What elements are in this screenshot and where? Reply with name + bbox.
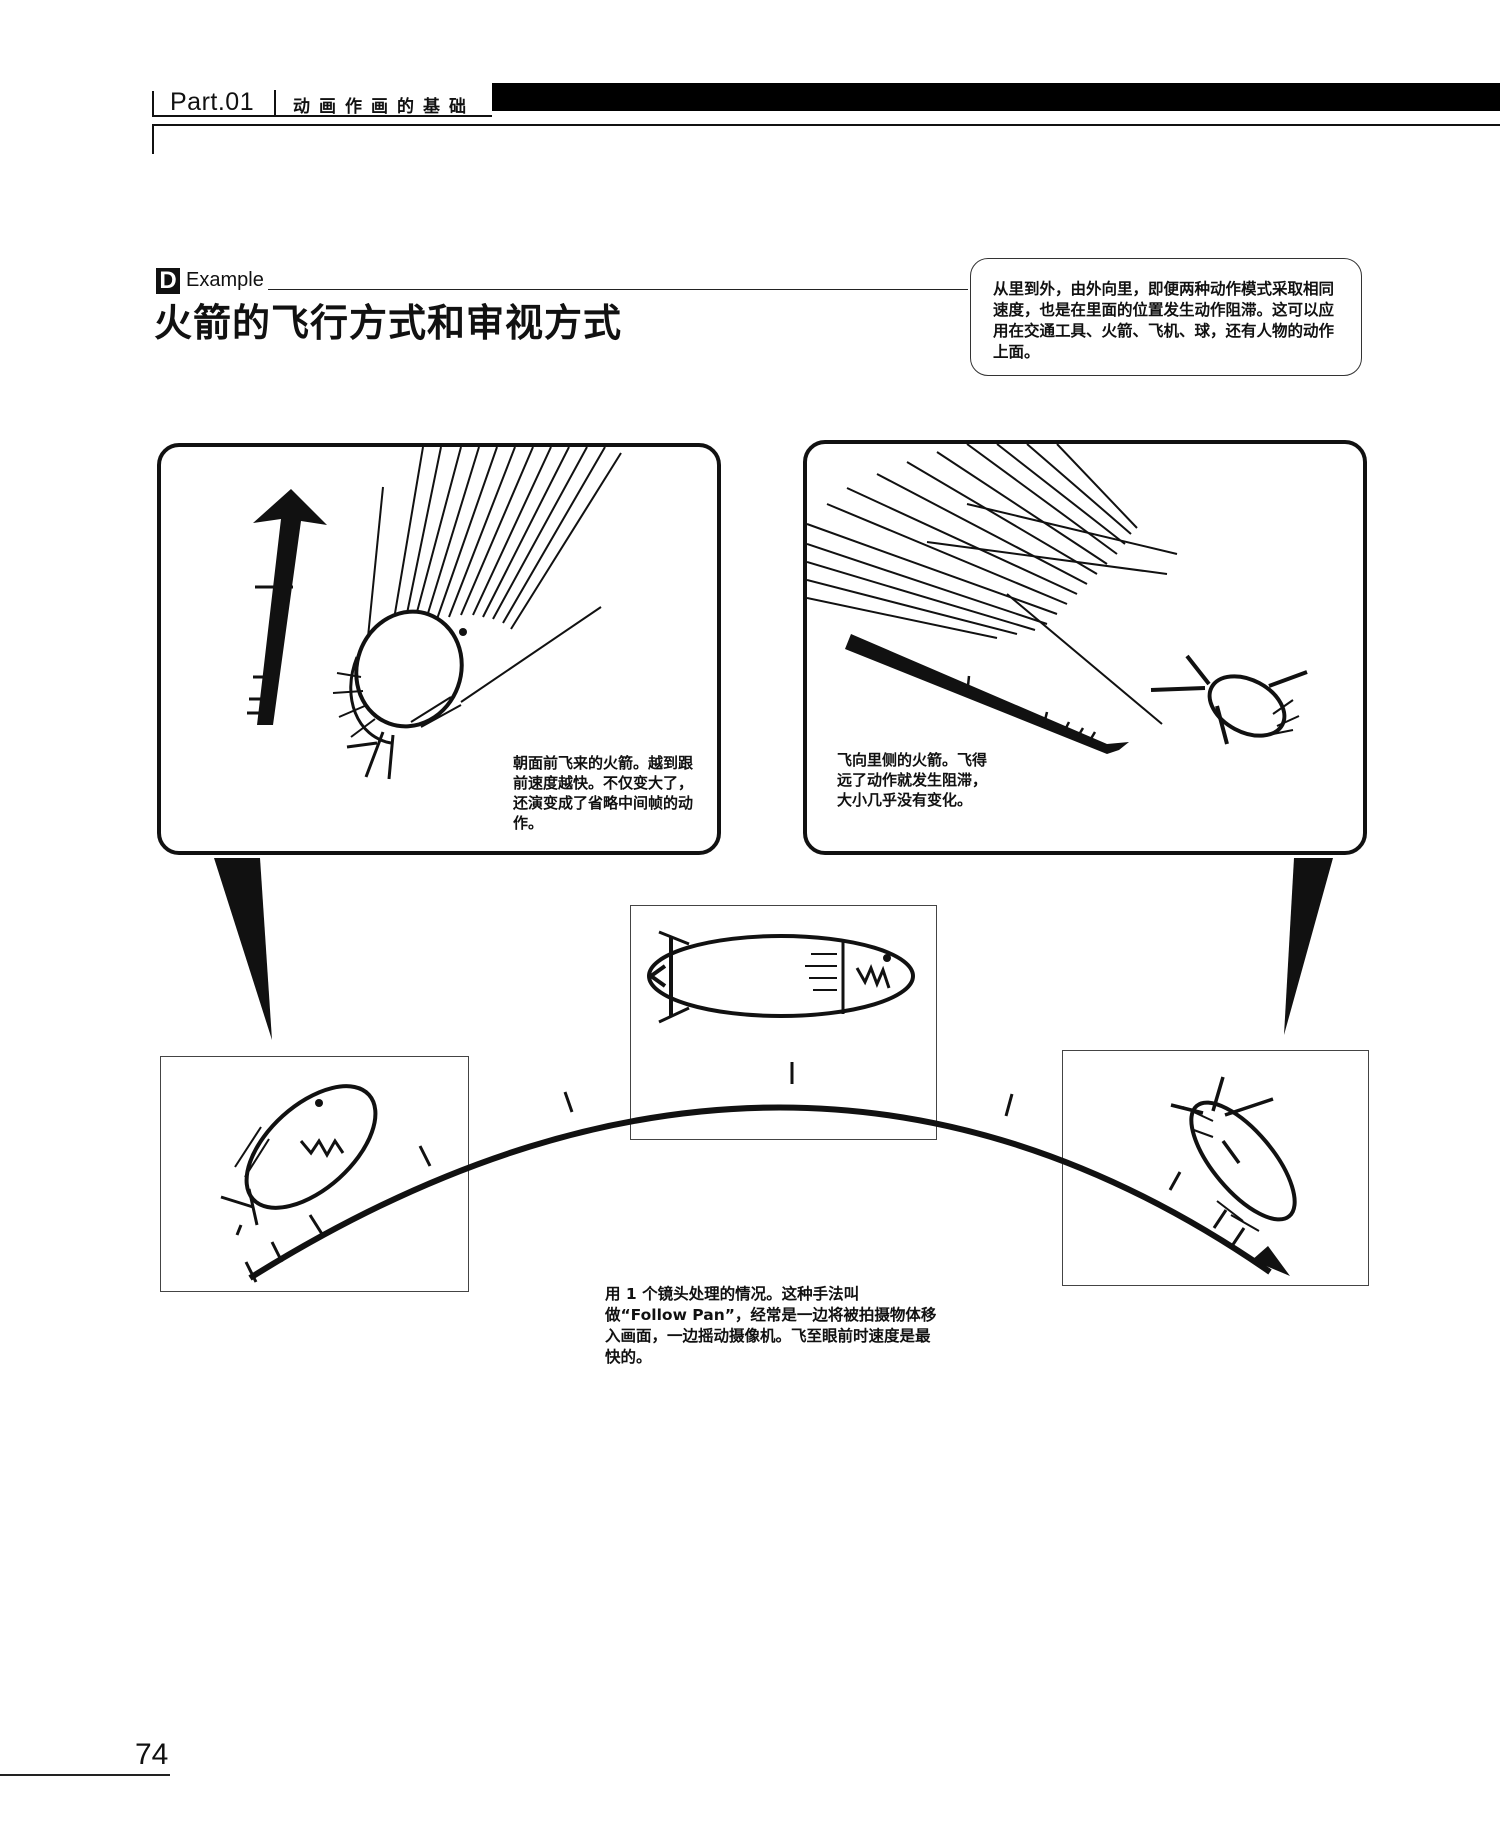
center-frame-drawing [647,930,915,1024]
rocket-body [1189,1100,1297,1222]
speed-lines [366,447,622,703]
motion-lines [1182,1106,1260,1232]
shark-rocket-fins [647,936,673,1016]
shark-eye [315,1099,323,1107]
follow-pan-arc [244,1062,1290,1283]
up-arrow-icon [253,489,327,725]
page-number-rule [0,1774,170,1776]
rocket-head [354,609,464,729]
shark-teeth [855,963,891,989]
left-tail [214,858,272,1040]
arc-path [248,1104,1272,1281]
header-box-rule [152,115,492,117]
right-panel-drawing [807,444,1308,754]
left-frame [160,1056,469,1292]
rocket-body [1207,674,1287,738]
header-black-bar [492,83,1500,111]
example-badge: D [156,268,180,294]
shark-rocket-body [244,1084,378,1210]
bottom-caption: 用 1 个镜头处理的情况。这种手法叫做“Follow Pan”，经常是一边将被拍… [605,1285,937,1366]
header-rule [152,124,1500,126]
left-panel: 朝面前飞来的火箭。越到跟前速度越快。不仅变大了，还演变成了省略中间帧的动作。 [157,443,721,855]
rocket-fins [1170,1076,1274,1165]
arc-arrowhead-icon [1252,1246,1290,1276]
arrow-ticks [965,675,1097,743]
panel-tails [214,858,1333,1040]
header-vertical-tick [152,124,154,154]
speed-lines [807,444,1178,725]
header-tick [152,91,154,115]
left-panel-drawing [247,447,622,780]
example-label: Example [186,269,264,291]
arrow-ticks [247,585,293,715]
right-tail [1284,858,1333,1035]
motion-lines [234,1126,270,1178]
rocket-fins [220,1188,259,1236]
part-label: Part.01 [170,88,255,116]
section-title: 动画作画的基础 [293,97,475,117]
note-box: 从里到外，由外向里，即便两种动作模式采取相同速度，也是在里面的位置发生动作阻滞。… [970,258,1362,376]
shark-eye [883,954,891,962]
rocket-fins [346,731,395,780]
rocket-hatching [332,672,462,738]
right-caption: 飞向里侧的火箭。飞得远了动作就发生阻滞，大小几乎没有变化。 [837,751,988,809]
rocket-fins [1150,654,1308,745]
motion-lines [805,953,837,991]
right-frame [1062,1050,1369,1286]
right-panel: 飞向里侧的火箭。飞得远了动作就发生阻滞，大小几乎没有变化。 [803,440,1367,855]
diagonal-arrow-icon [845,634,1129,754]
right-frame-drawing [1170,1076,1297,1232]
left-caption: 朝面前飞来的火箭。越到跟前速度越快。不仅变大了，还演变成了省略中间帧的动作。 [513,754,694,832]
header-separator [274,90,276,116]
shark-teeth [299,1138,345,1159]
left-frame-drawing [220,1084,378,1236]
page-title: 火箭的飞行方式和审视方式 [154,301,623,345]
fin-strokes [658,930,690,1024]
arc-ticks [244,1062,1246,1283]
page-number: 74 [135,1738,169,1771]
center-frame [630,905,937,1140]
rocket-hatching [1272,699,1300,735]
title-rule [268,289,968,290]
note-text: 从里到外，由外向里，即便两种动作模式采取相同速度，也是在里面的位置发生动作阻滞。… [993,280,1335,361]
rocket-eye [459,628,467,636]
